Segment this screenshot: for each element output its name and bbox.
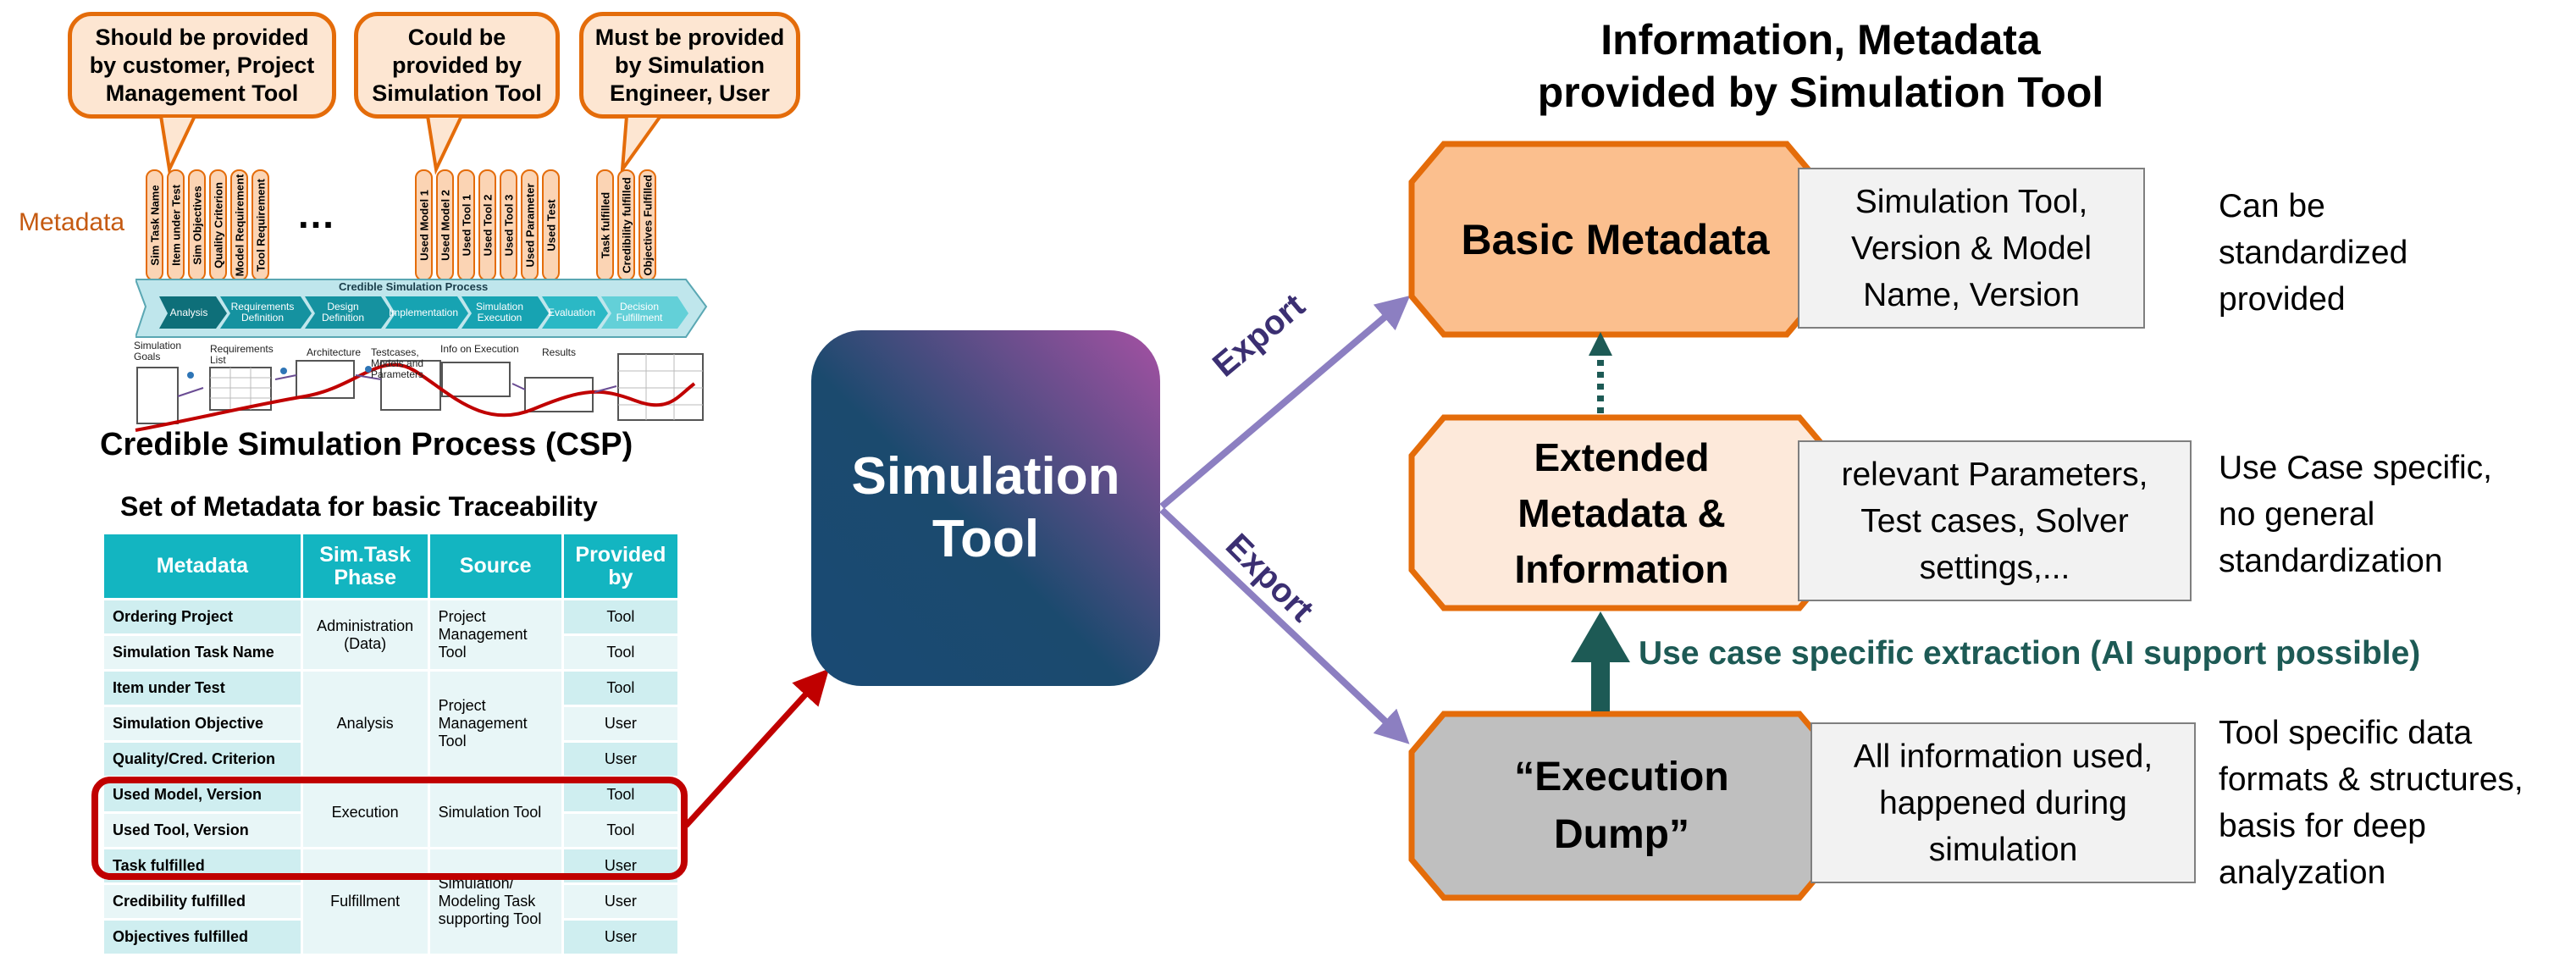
callout-simulation-tool: Could be provided by Simulation Tool <box>354 12 560 119</box>
process-sketch-label: Architecture <box>307 346 362 358</box>
cell-provided: User <box>561 705 681 743</box>
process-phase: Evaluation <box>547 306 596 318</box>
cell-metadata: Used Tool, Version <box>102 811 303 849</box>
cell-phase-fulfillment: Fulfillment <box>300 847 430 956</box>
csp-title: Credible Simulation Process (CSP) <box>100 427 633 462</box>
cell-source-execution: Simulation Tool <box>427 776 564 849</box>
cell-provided: Tool <box>561 633 681 672</box>
cell-provided: User <box>561 882 681 921</box>
basic-metadata-detail: Simulation Tool, Version & Model Name, V… <box>1798 168 2145 329</box>
cell-provided: User <box>561 918 681 956</box>
callout-customer: Should be provided by customer, Project … <box>68 12 336 119</box>
process-strip <box>135 279 708 338</box>
process-phase: Implementation <box>388 306 459 318</box>
extraction-label: Use case specific extraction (AI support… <box>1639 635 2421 672</box>
cell-provided: Tool <box>561 598 681 636</box>
cell-phase-analysis: Analysis <box>300 669 430 778</box>
metadata-label: Metadata <box>19 208 125 236</box>
basic-metadata-shape <box>1408 141 1822 338</box>
basic-metadata-note: Can be standardized provided <box>2219 188 2408 318</box>
export-arrow-upper <box>1159 296 1411 510</box>
cell-source-admin: Project Management Tool <box>427 598 564 672</box>
export-arrow-lower <box>1159 507 1410 744</box>
extended-metadata-note: Use Case specific, no general standardiz… <box>2219 450 2492 579</box>
cell-phase-admin: Administration (Data) <box>300 598 430 672</box>
cell-metadata: Ordering Project <box>102 598 303 636</box>
execution-dump-note: Tool specific data formats & structures,… <box>2219 715 2523 891</box>
execution-dump-shape <box>1408 711 1835 901</box>
table-title: Set of Metadata for basic Traceability <box>120 491 598 522</box>
process-sketch-label: Requirements List <box>210 343 274 366</box>
extended-metadata-label: Extended Metadata & Information <box>1514 434 1729 591</box>
col-header-metadata: Metadata <box>102 532 303 600</box>
highlight-frame <box>91 777 688 880</box>
process-sketch-label: Info on Execution <box>440 343 519 355</box>
process-phase: Requirements Definition <box>230 301 295 324</box>
process-phase: Decision Fulfillment <box>616 301 663 324</box>
cell-metadata: Simulation Objective <box>102 705 303 743</box>
cell-source-analysis: Project Management Tool <box>427 669 564 778</box>
execution-dump-label: “Execution Dump” <box>1514 754 1729 857</box>
extended-metadata-shape <box>1408 414 1835 611</box>
simulation-tool-box <box>811 330 1160 686</box>
process-sketch <box>135 353 704 432</box>
process-phase: Design Definition <box>321 301 365 324</box>
col-header-provided-by: Provided by <box>561 532 681 600</box>
cell-provided: User <box>561 740 681 778</box>
cell-provided: Tool <box>561 669 681 707</box>
process-phase: Simulation Execution <box>475 301 524 324</box>
simulation-tool-label: Simulation Tool <box>851 447 1120 568</box>
extended-metadata-detail: relevant Parameters, Test cases, Solver … <box>1798 440 2192 601</box>
callout-pointers <box>158 114 664 176</box>
process-banner: Credible Simulation Process <box>339 280 489 293</box>
col-header-source: Source <box>427 532 564 600</box>
cell-metadata: Item under Test <box>102 669 303 707</box>
process-phase: Analysis <box>169 306 208 318</box>
process-sketch-label: Results <box>542 346 577 358</box>
right-title: Information, Metadata provided by Simula… <box>1537 16 2104 116</box>
cell-metadata: Simulation Task Name <box>102 633 303 672</box>
tabs-ellipsis: … <box>296 192 335 236</box>
cell-metadata: Objectives fulfilled <box>102 918 303 956</box>
cell-provided: Tool <box>561 811 681 849</box>
col-header-phase: Sim.Task Phase <box>300 532 430 600</box>
execution-dump-detail: All information used, happened during si… <box>1810 722 2196 883</box>
red-arrow <box>683 668 830 828</box>
basic-metadata-label: Basic Metadata <box>1461 215 1770 263</box>
cell-metadata: Quality/Cred. Criterion <box>102 740 303 778</box>
cell-metadata: Credibility fulfilled <box>102 882 303 921</box>
process-sketch-label: Simulation Goals <box>134 340 182 362</box>
extraction-arrow <box>1591 661 1610 711</box>
callout-engineer: Must be provided by Simulation Engineer,… <box>579 12 800 119</box>
process-sketch-label: Testcases, Models and Parameters <box>371 346 424 380</box>
